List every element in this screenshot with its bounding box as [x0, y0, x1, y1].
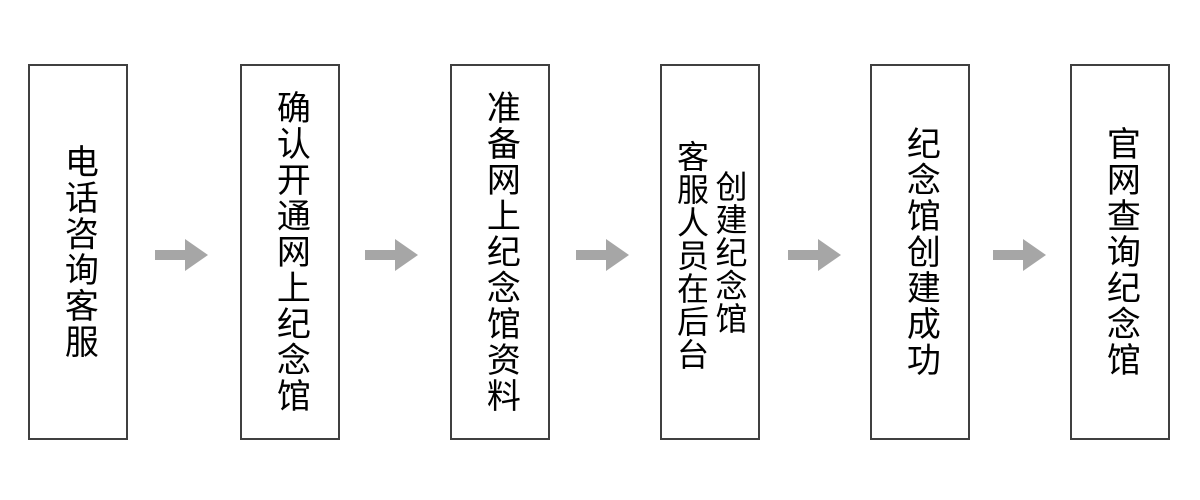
flow-node-step-2[interactable]: 确认开通网上纪念馆	[240, 64, 340, 440]
flow-node-label: 电话咨询客服	[58, 144, 99, 360]
right-arrow-icon-5	[993, 238, 1047, 272]
flow-node-label-column-1: 客服人员在后台	[672, 140, 710, 371]
flow-node-label-column-2: 创建纪念馆	[710, 170, 749, 335]
flow-node-step-1[interactable]: 电话咨询客服	[28, 64, 128, 440]
flow-node-step-5[interactable]: 纪念馆创建成功	[870, 64, 970, 440]
right-arrow-icon-2	[365, 238, 419, 272]
flow-node-step-4[interactable]: 客服人员在后台 创建纪念馆	[660, 64, 760, 440]
flow-node-label: 准备网上纪念馆资料	[480, 90, 521, 414]
right-arrow-icon-1	[155, 238, 209, 272]
flow-node-label: 纪念馆创建成功	[900, 126, 941, 378]
flow-node-step-6[interactable]: 官网查询纪念馆	[1070, 64, 1170, 440]
flow-node-label: 确认开通网上纪念馆	[270, 90, 311, 414]
right-arrow-icon-3	[576, 238, 630, 272]
right-arrow-icon-4	[788, 238, 842, 272]
flow-node-step-3[interactable]: 准备网上纪念馆资料	[450, 64, 550, 440]
flow-node-label: 官网查询纪念馆	[1100, 126, 1141, 378]
